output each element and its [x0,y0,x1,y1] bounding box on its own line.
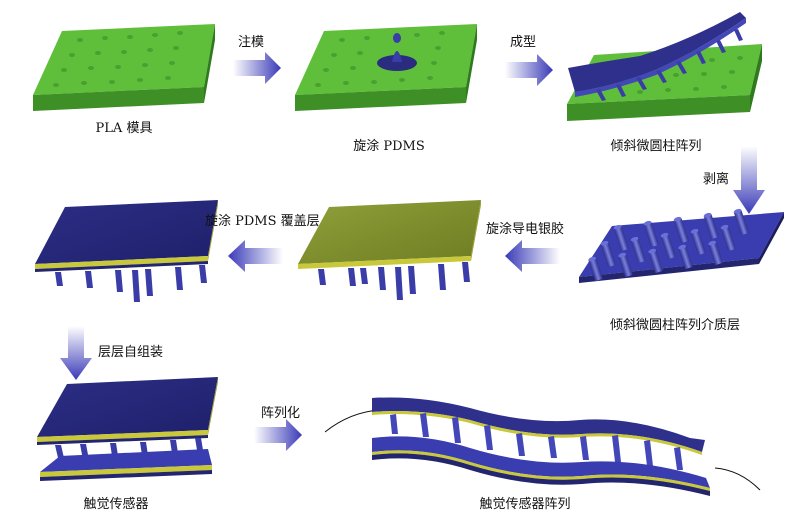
tilted-array-block [567,12,762,121]
stack-arrow [60,326,92,380]
micro-pillars [588,208,749,282]
cover-layer-block [35,200,218,302]
dielectric-layer-block [579,208,784,283]
pla-mold-label: PLA 模具 [95,121,153,136]
spin-cover-arrow [228,240,283,272]
sensor-array-block [324,397,761,496]
peel-label: 剥离 [703,172,730,187]
form-label: 成型 [510,35,537,50]
tilted-dielectric-label: 倾斜微圆柱阵列介质层 [609,318,741,333]
tactile-sensor-label: 触觉传感器 [83,497,149,512]
form-arrow [505,54,553,86]
sensor-array-label: 触觉传感器阵列 [479,497,571,512]
spin-silver-arrow [505,240,560,272]
spin-pdms-block [295,24,477,111]
arraying-label: 阵列化 [261,406,301,421]
pla-mold-block [33,24,215,111]
spin-pdms-label: 旋涂 PDMS [353,139,425,154]
inject-label: 注模 [238,35,265,50]
tactile-sensor-block [37,377,218,481]
stack-label: 层层自组装 [98,345,164,360]
peel-arrow [733,146,765,214]
spin-silver-label: 旋涂导电银胶 [486,222,565,237]
tilted-array-label: 倾斜微圆柱阵列 [610,139,702,154]
inject-arrow [233,52,281,84]
silver-glue-block [298,200,481,300]
arraying-arrow [254,419,302,451]
spin-cover-label: 旋涂 PDMS 覆盖层 [205,214,320,229]
